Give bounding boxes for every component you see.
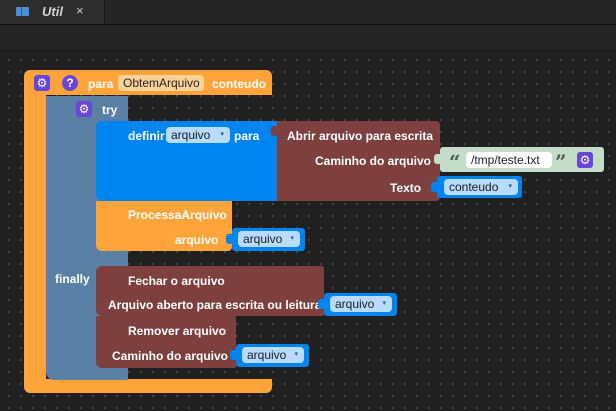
definir-label: definir <box>128 129 165 143</box>
remover-title: Remover arquivo <box>128 324 227 338</box>
procedure-gear-icon[interactable]: ⚙ <box>34 75 50 91</box>
fechar-arg-dropdown[interactable]: arquivo▾ <box>330 296 392 312</box>
dropdown-caret-icon: ▾ <box>220 131 224 138</box>
texto-variable-dropdown[interactable]: conteudo▾ <box>444 179 518 195</box>
book-icon <box>16 7 29 16</box>
abrir-text-label: Texto <box>390 181 422 195</box>
definir-to-label: para <box>234 129 260 143</box>
finally-label: finally <box>55 272 90 286</box>
texto-variable-connector <box>431 182 437 192</box>
dropdown-caret-icon: ▾ <box>290 235 294 242</box>
dropdown-caret-icon: ▾ <box>382 300 386 307</box>
toolbar <box>0 25 616 51</box>
procedure-param: conteudo <box>212 77 266 91</box>
fechar-arquivo-block[interactable] <box>96 266 324 316</box>
tab-util[interactable]: Util × <box>0 0 105 24</box>
definir-variable-dropdown[interactable]: arquivo▾ <box>166 127 230 143</box>
processa-arg-label: arquivo <box>175 233 219 247</box>
procedure-prefix: para <box>88 77 114 91</box>
remover-arquivo-block[interactable] <box>96 316 236 368</box>
remover-arg-dropdown[interactable]: arquivo▾ <box>242 347 304 363</box>
abrir-title: Abrir arquivo para escrita <box>287 129 434 143</box>
dropdown-caret-icon: ▾ <box>508 183 512 190</box>
remover-arg-connector <box>230 350 236 360</box>
try-label: try <box>102 103 118 117</box>
workspace-canvas[interactable]: ⚙ ? para ObtemArquivo conteudo ⚙ try fin… <box>0 51 616 411</box>
abrir-path-label: Caminho do arquivo <box>315 154 432 168</box>
processa-title: ProcessaArquivo <box>128 208 227 222</box>
procedure-help-icon[interactable]: ? <box>62 75 78 91</box>
tab-title: Util <box>42 4 63 19</box>
try-gear-icon[interactable]: ⚙ <box>76 101 92 117</box>
procedure-block-bottom <box>24 379 272 393</box>
dropdown-caret-icon: ▾ <box>294 351 298 358</box>
tab-bar: Util × <box>0 0 616 25</box>
fechar-title: Fechar o arquivo <box>128 274 225 288</box>
path-string-gear-icon[interactable]: ⚙ <box>577 152 593 168</box>
fechar-arg-label: Arquivo aberto para escrita ou leitura <box>108 298 322 312</box>
processa-arquivo-block[interactable] <box>96 201 232 251</box>
processa-arg-dropdown[interactable]: arquivo▾ <box>238 231 300 247</box>
abrir-connector <box>271 126 277 136</box>
procedure-name-field[interactable]: ObtemArquivo <box>118 75 204 91</box>
close-quote-icon: ” <box>555 150 567 174</box>
open-quote-icon: “ <box>449 150 461 174</box>
abrir-arquivo-block[interactable] <box>277 121 440 201</box>
fechar-arg-connector <box>318 299 324 309</box>
path-string-field[interactable]: /tmp/teste.txt <box>466 152 552 168</box>
processa-arg-connector <box>226 234 232 244</box>
path-string-connector <box>434 154 440 164</box>
remover-arg-label: Caminho do arquivo <box>112 349 229 363</box>
tab-close-button[interactable]: × <box>76 3 84 18</box>
procedure-block-left-bar <box>24 91 46 381</box>
